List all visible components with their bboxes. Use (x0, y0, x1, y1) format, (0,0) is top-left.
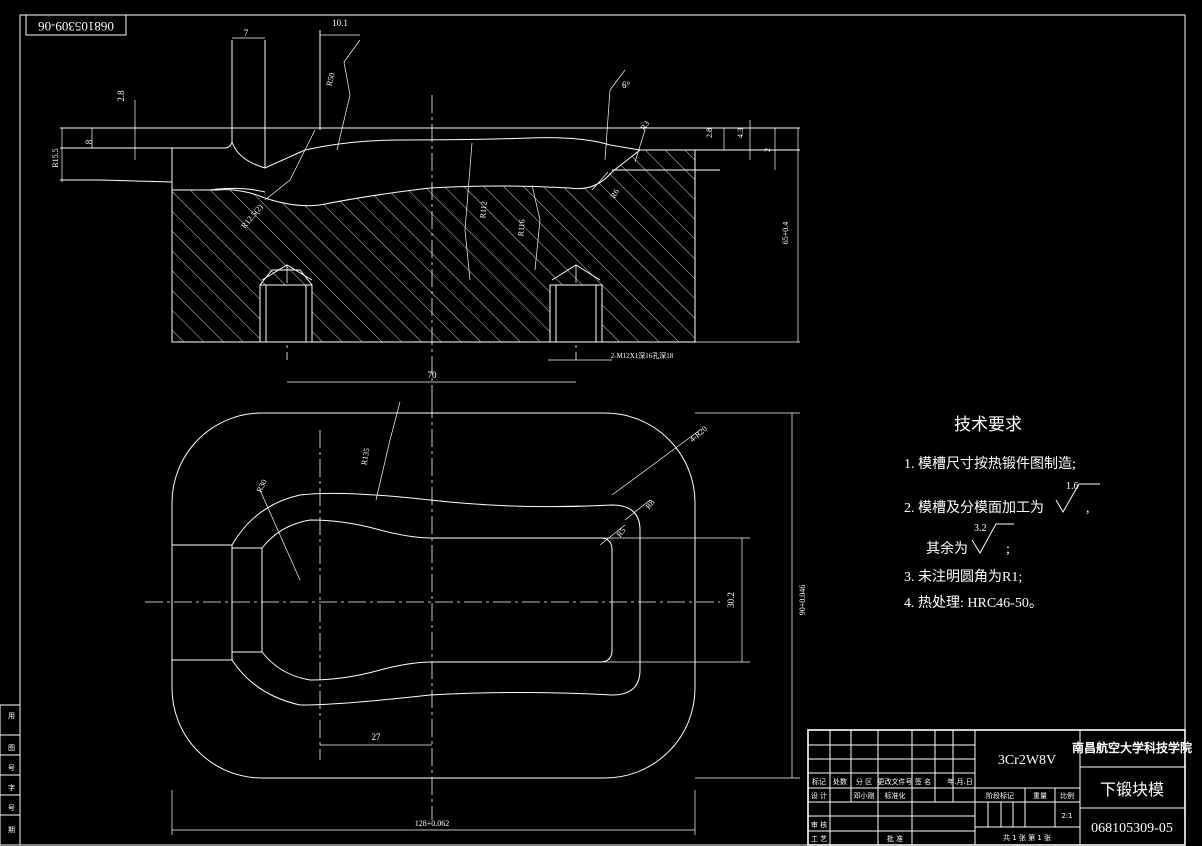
side-label-2: 图 (8, 744, 15, 752)
dim-R5: R5 (615, 526, 628, 539)
institution-label: 南昌航空大学科技学院 (1072, 740, 1192, 755)
tech-req-item-3: 3. 未注明圆角为R1; (904, 569, 1022, 585)
dim-R112: R112 (478, 201, 488, 219)
side-label-column: 用 图 号 字 号 期 (0, 704, 21, 846)
front-section-view: 10.1 7 2.8 8 R15.5 R50 6° R3 2.8 4.3 2 R… (51, 18, 800, 400)
dim-2: 2 (763, 148, 772, 152)
dim-4-3: 4.3 (736, 128, 745, 138)
drawing-code-box: 068105309-06 (25, 14, 127, 36)
tech-req-title: 技术要求 (954, 415, 1022, 434)
dim-R3: R3 (639, 119, 652, 132)
tb-design: 设 计 (811, 791, 827, 800)
material-label: 3Cr2W8V (998, 753, 1056, 768)
threaded-hole-left (259, 264, 313, 343)
tb-ratio: 比例 (1060, 791, 1074, 800)
part-name-label: 下锻块模 (1100, 781, 1164, 799)
side-label-6: 期 (8, 826, 15, 834)
dim-R30: R30 (255, 478, 269, 494)
tb-zone: 分 区 (856, 777, 872, 786)
title-block: 3Cr2W8V 南昌航空大学科技学院 下锻块模 068105309-05 2:1… (807, 729, 1192, 846)
die-body-hatched (171, 149, 696, 343)
dim-2-8b: 2.8 (705, 128, 714, 138)
drawing-code-flipped: 068105309-06 (38, 19, 114, 34)
tb-mark: 标记 (812, 777, 826, 786)
side-label-5: 号 (8, 804, 15, 812)
dim-6deg: 6° (622, 80, 631, 90)
scale-label: 2:1 (1061, 812, 1072, 820)
dim-R15: R15.5 (51, 148, 60, 167)
dim-2-8: 2.8 (116, 90, 126, 102)
tb-signature: 签 名 (915, 777, 931, 786)
tb-designer: 邓小刚 (854, 791, 875, 800)
side-label-3: 号 (8, 764, 15, 772)
dim-holes: 2-M12X1深16孔深18 (611, 351, 674, 360)
dim-70: 70 (428, 370, 438, 380)
tech-req-item-2: 2. 模槽及分模面加工为 (904, 500, 1044, 516)
threaded-hole-right (549, 264, 603, 343)
tb-approve: 批 准 (887, 834, 903, 843)
dim-length: 128+0.062 (415, 819, 450, 828)
sheet-info: 共 1 张 第 1 张 (1003, 833, 1051, 842)
drawing-frame (19, 14, 1186, 846)
tb-stage-mark: 阶段标记 (986, 791, 1014, 800)
tech-req-item-4: 4. 热处理: HRC46-50。 (904, 595, 1043, 611)
roughness-symbol-1: 1.6 (1055, 481, 1100, 513)
drawing-number-label: 068105309-05 (1091, 821, 1173, 836)
dim-R135: R135 (360, 447, 372, 466)
tech-req-item-1: 1. 模槽尺寸按热锻件图制造; (904, 456, 1076, 472)
dim-R50: R50 (325, 72, 337, 87)
tech-req-sep-comma: , (1086, 501, 1090, 516)
tb-review: 审 核 (811, 820, 827, 829)
top-plan-view: 4-R20 R135 R30 R8 R5 30.2 90+0.046 27 12… (145, 400, 807, 835)
tb-standardize: 标准化 (885, 791, 906, 800)
dim-width: 90+0.046 (798, 585, 807, 616)
dim-7: 7 (244, 28, 249, 38)
tb-count: 处数 (833, 777, 847, 786)
dim-R116: R116 (516, 219, 526, 237)
svg-text:1.6: 1.6 (1066, 481, 1079, 492)
dim-10-1: 10.1 (332, 18, 348, 28)
tb-change-doc: 更改文件号 (878, 777, 913, 786)
svg-text:3.2: 3.2 (974, 523, 987, 534)
side-label-1: 用 (8, 712, 15, 720)
dim-27: 27 (372, 732, 382, 742)
dim-R6: R6 (609, 187, 621, 200)
die-block-outline (171, 412, 696, 779)
dim-R20: 4-R20 (688, 424, 709, 444)
dim-height: 65+0.4 (781, 222, 790, 245)
tb-process: 工 艺 (811, 835, 827, 843)
tech-req-sep-semicolon: ; (1006, 542, 1010, 557)
side-label-4: 字 (8, 783, 15, 792)
tb-date: 年.月.日 (947, 777, 972, 786)
roughness-symbol-2: 3.2 (971, 523, 1014, 554)
dim-30-2: 30.2 (726, 592, 736, 608)
tech-req-item-2b: 其余为 (926, 540, 968, 557)
dim-R8: R8 (644, 498, 657, 511)
tb-weight: 重量 (1033, 792, 1047, 800)
dim-8: 8 (84, 139, 94, 144)
technical-requirements: 技术要求 1. 模槽尺寸按热锻件图制造; 2. 模槽及分模面加工为 1.6 , … (904, 415, 1100, 611)
